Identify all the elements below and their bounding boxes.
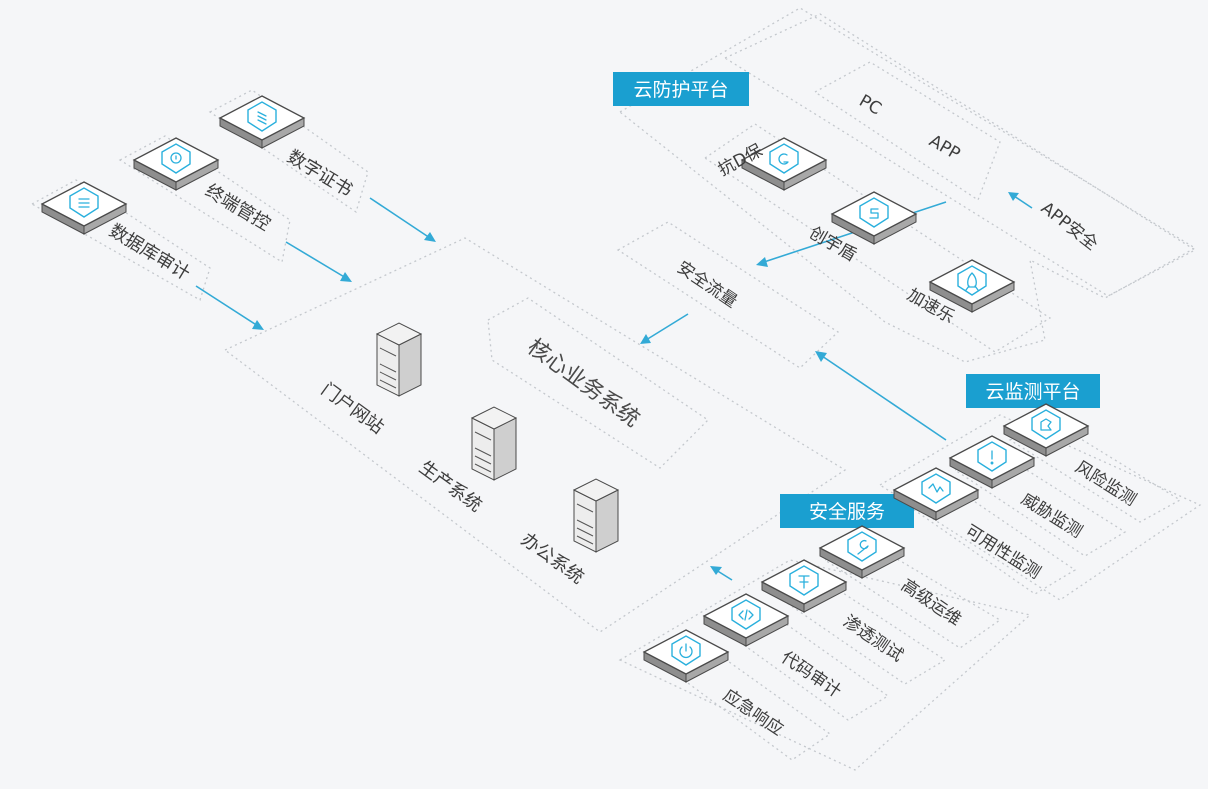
svg-text:安全服务: 安全服务: [809, 501, 885, 523]
service-row-3: [710, 599, 890, 721]
tool-chuangyu-shield[interactable]: 创宇盾: [806, 191, 917, 266]
arrow-terminal: [285, 241, 352, 282]
traffic-plane: [616, 221, 840, 369]
pc-label: PC: [856, 91, 885, 119]
tool-wrench-label: 高级运维: [897, 576, 965, 631]
badge-cloud-protection[interactable]: 云防护平台: [613, 72, 749, 106]
tool-risk-monitor-label: 风险监测: [1071, 457, 1139, 510]
code-audit-icon: [738, 609, 754, 621]
arrow-services: [710, 566, 733, 581]
tool-emergency-response[interactable]: 应急响应: [643, 629, 787, 740]
tool-threat-monitor-label: 威胁监测: [1017, 489, 1085, 542]
arrow-certificate: [369, 197, 436, 242]
server-portal[interactable]: 门户网站: [317, 322, 422, 438]
terminal-control-icon: [170, 152, 182, 164]
planes: [30, 7, 1202, 771]
penetration-test-icon: [798, 575, 810, 589]
app-inner-plane: [813, 61, 1001, 201]
svg-text:云监测平台: 云监测平台: [985, 381, 1080, 403]
tool-anti-ddos[interactable]: 抗D保: [715, 137, 827, 191]
tool-database-audit[interactable]: 数据库审计: [41, 181, 193, 285]
protection-plane: [618, 7, 1197, 363]
tool-rocket[interactable]: 加速乐: [904, 259, 1015, 328]
traffic-label: 安全流量: [673, 258, 741, 313]
availability-monitor-icon: [928, 483, 944, 493]
arrow-monitoring: [815, 351, 947, 441]
monitoring-plane: [878, 414, 1202, 601]
badge-cloud-monitoring[interactable]: 云监测平台: [966, 374, 1100, 408]
arrow-database: [195, 285, 264, 330]
tool-terminal-control-label: 终端管控: [201, 180, 274, 235]
core-title-plane: [487, 297, 710, 469]
monitor-row-2: [953, 449, 1127, 557]
emergency-response-icon: [679, 643, 693, 659]
tool-database-audit-label: 数据库审计: [105, 220, 193, 284]
risk-monitor-icon: [1040, 418, 1052, 431]
tool-code-audit[interactable]: 代码审计: [703, 593, 845, 702]
wrench-icon: [857, 539, 869, 555]
tool-availability-monitor[interactable]: 可用性监测: [893, 467, 1044, 583]
anti-ddos-icon: [778, 153, 789, 165]
plane-database: [30, 179, 211, 301]
tool-availability-monitor-label: 可用性监测: [961, 521, 1044, 583]
tool-penetration-test-label: 渗透测试: [839, 612, 907, 667]
app-security-label: APP安全: [1037, 198, 1101, 254]
tool-wrench[interactable]: 高级运维: [819, 525, 965, 631]
plane-terminal: [118, 135, 291, 264]
threat-monitor-icon: [990, 450, 994, 465]
server-office[interactable]: 办公系统: [517, 478, 619, 588]
core-title: 核心业务系统: [522, 335, 643, 433]
certificate-icon: [257, 111, 267, 125]
rocket-icon: [965, 272, 979, 291]
service-row-1: [823, 539, 1002, 649]
svg-text:云防护平台: 云防护平台: [633, 79, 728, 101]
database-audit-icon: [78, 198, 90, 208]
tool-certificate-label: 数字证书: [283, 146, 356, 201]
tool-terminal-control[interactable]: 终端管控: [133, 137, 274, 235]
arrow-app-security: [1008, 192, 1033, 209]
monitor-row-3: [898, 477, 1077, 595]
chuangyu-shield-icon: [869, 208, 879, 219]
app-label: APP: [926, 131, 964, 164]
core-plane: [223, 237, 847, 633]
server-portal-label: 门户网站: [317, 379, 388, 438]
server-production[interactable]: 生产系统: [415, 406, 517, 516]
badge-security-services[interactable]: 安全服务: [780, 494, 914, 528]
protection-inner-plane: [703, 123, 1052, 353]
arrow-to-core: [640, 313, 689, 344]
